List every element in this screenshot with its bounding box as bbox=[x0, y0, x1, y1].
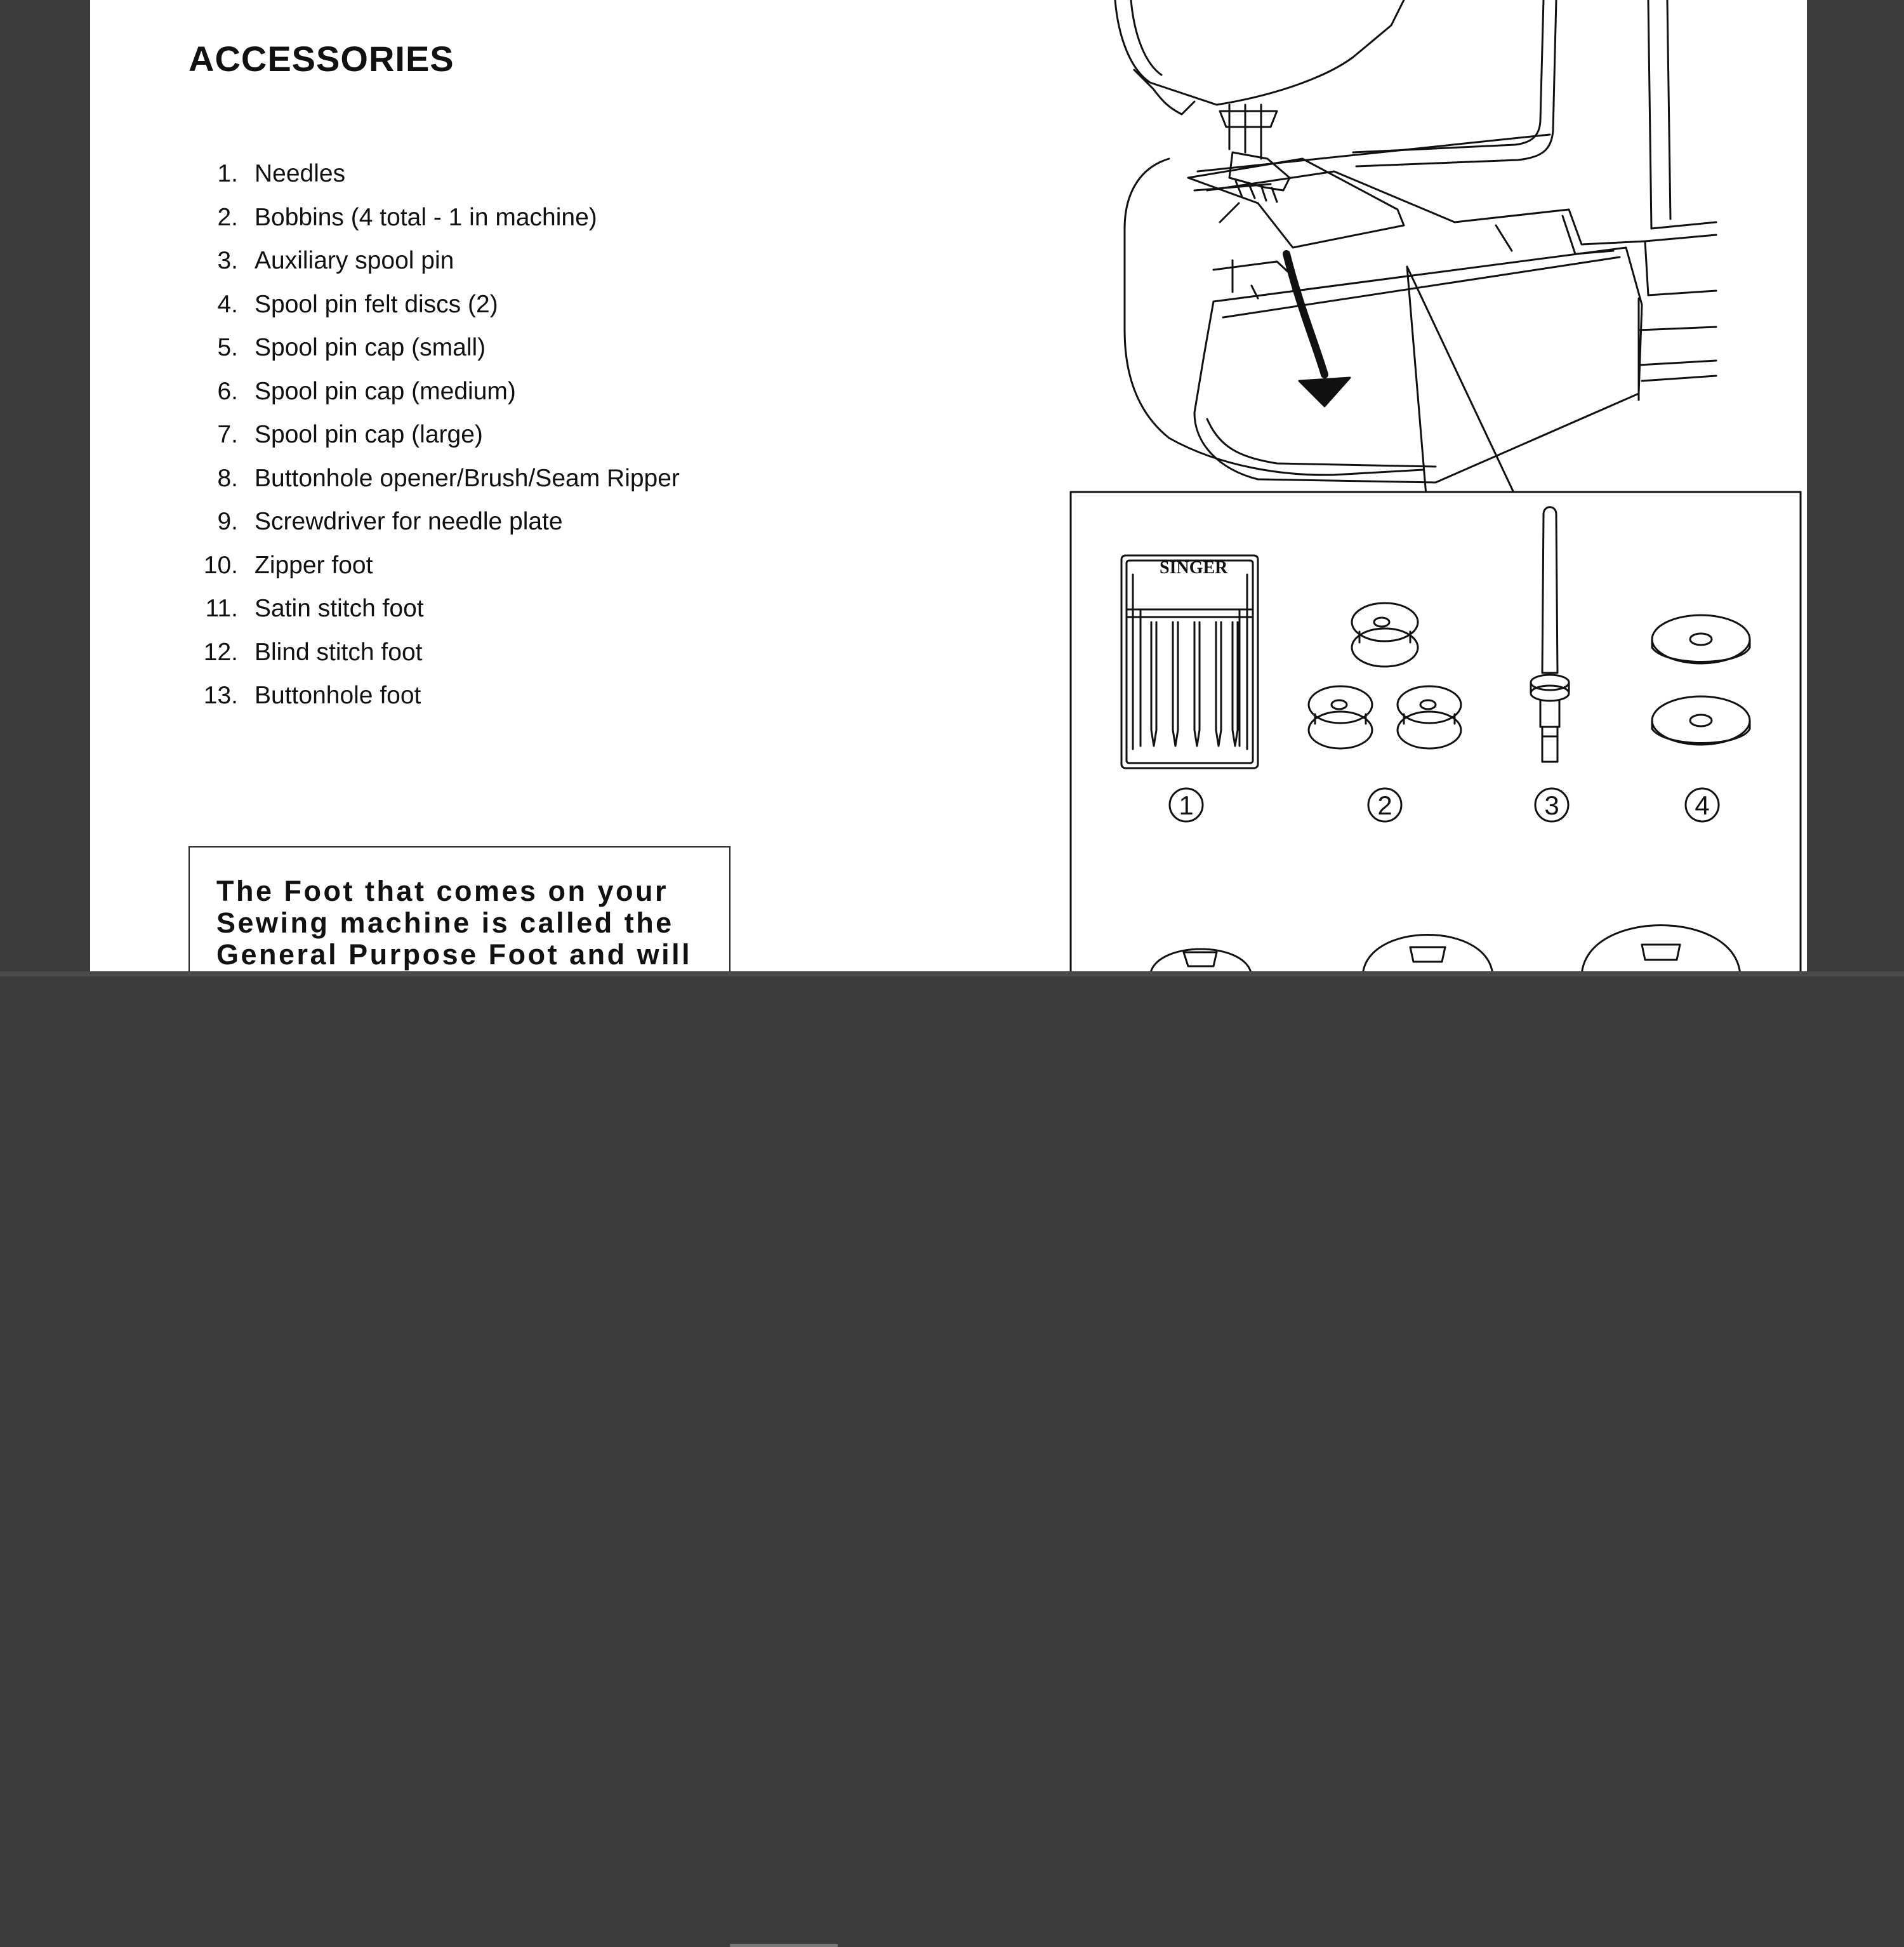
callout-number-3: 3 bbox=[1544, 790, 1559, 820]
callout-number-2: 2 bbox=[1377, 790, 1392, 820]
list-item: 4. Spool pin felt discs (2) bbox=[188, 283, 680, 327]
item-label: Spool pin cap (large) bbox=[255, 421, 483, 448]
list-item: 3. Auxiliary spool pin bbox=[188, 239, 680, 283]
item-number: 6. bbox=[217, 377, 238, 405]
callout-numbers bbox=[1168, 787, 1720, 823]
item-label: Spool pin cap (small) bbox=[255, 334, 486, 361]
list-item: 11. Satin stitch foot bbox=[188, 587, 680, 631]
item-number: 11. bbox=[205, 595, 238, 622]
general-purpose-foot-notice: The Foot that comes on your Sewing machi… bbox=[188, 846, 731, 971]
item-number: 4. bbox=[217, 290, 238, 318]
item-label: Blind stitch foot bbox=[255, 638, 423, 666]
needle-pack-drawing bbox=[1120, 554, 1259, 769]
item-label: Spool pin cap (medium) bbox=[255, 377, 516, 405]
scrollbar-thumb[interactable] bbox=[730, 1944, 838, 1947]
list-item: 5. Spool pin cap (small) bbox=[188, 326, 680, 370]
item-number: 3. bbox=[217, 247, 238, 274]
list-item: 9. Screwdriver for needle plate bbox=[188, 500, 680, 544]
notice-line: General Purpose Foot and will bbox=[216, 938, 692, 971]
item-number: 7. bbox=[217, 421, 238, 448]
accessories-panel-border bbox=[1069, 491, 1802, 971]
list-item: 8. Buttonhole opener/Brush/Seam Ripper bbox=[188, 457, 680, 501]
open-direction-arrow-icon bbox=[1283, 250, 1351, 408]
spool-caps-drawing bbox=[1150, 924, 1741, 971]
callout-pointer bbox=[1406, 265, 1516, 496]
item-label: Bobbins (4 total - 1 in machine) bbox=[255, 203, 597, 231]
item-label: Spool pin felt discs (2) bbox=[255, 290, 498, 318]
needle-pack-brand: SINGER bbox=[1160, 558, 1228, 578]
item-number: 1. bbox=[217, 160, 238, 187]
item-label: Auxiliary spool pin bbox=[255, 247, 454, 274]
item-number: 2. bbox=[217, 203, 238, 231]
item-number: 10. bbox=[203, 551, 238, 579]
list-item: 12. Blind stitch foot bbox=[188, 631, 680, 675]
item-label: Needles bbox=[255, 160, 346, 187]
list-item: 1. Needles bbox=[188, 152, 680, 196]
list-item: 7. Spool pin cap (large) bbox=[188, 413, 680, 457]
page-title: ACCESSORIES bbox=[188, 39, 454, 79]
item-number: 5. bbox=[217, 334, 238, 361]
list-item: 6. Spool pin cap (medium) bbox=[188, 370, 680, 414]
accessories-panel bbox=[1069, 491, 1802, 971]
item-number: 13. bbox=[203, 682, 238, 709]
horizontal-scrollbar[interactable] bbox=[0, 971, 1904, 1947]
list-item: 13. Buttonhole foot bbox=[188, 674, 680, 718]
item-label: Satin stitch foot bbox=[255, 595, 424, 622]
notice-line: Sewing machine is called the bbox=[216, 907, 674, 939]
accessory-cover-drawing bbox=[1193, 246, 1643, 484]
machine-bed-drawing bbox=[1123, 133, 1717, 476]
item-number: 8. bbox=[217, 464, 238, 492]
sewing-machine-illustration: SINGER bbox=[1069, 0, 1802, 971]
felt-discs-drawing bbox=[1651, 614, 1751, 746]
item-label: Screwdriver for needle plate bbox=[255, 508, 563, 535]
bobbins-drawing bbox=[1307, 602, 1462, 750]
document-page: ACCESSORIES 1. Needles 2. Bobbins (4 total… bbox=[90, 0, 1807, 971]
item-label: Buttonhole foot bbox=[255, 682, 421, 709]
callout-number-4: 4 bbox=[1695, 790, 1709, 820]
item-number: 9. bbox=[217, 508, 238, 535]
list-item: 2. Bobbins (4 total - 1 in machine) bbox=[188, 196, 680, 240]
item-label: Zipper foot bbox=[255, 551, 373, 579]
machine-head-drawing bbox=[1114, 0, 1717, 230]
callout-number-1: 1 bbox=[1179, 790, 1193, 820]
auxiliary-spool-pin-drawing bbox=[1530, 506, 1570, 763]
item-number: 12. bbox=[203, 638, 238, 666]
notice-line: The Foot that comes on your bbox=[216, 875, 669, 907]
accessories-list: 1. Needles 2. Bobbins (4 total - 1 in mach… bbox=[188, 152, 680, 718]
presser-foot-drawing bbox=[1219, 103, 1291, 203]
list-item: 10. Zipper foot bbox=[188, 544, 680, 588]
item-label: Buttonhole opener/Brush/Seam Ripper bbox=[255, 464, 680, 492]
